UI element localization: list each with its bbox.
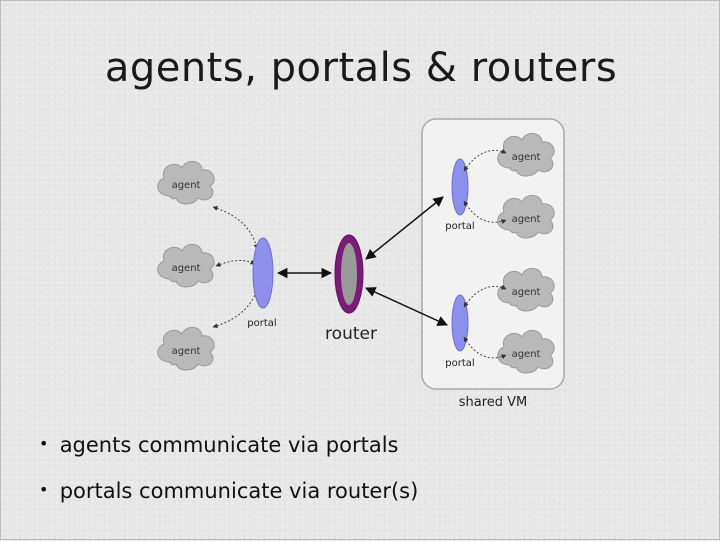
- bullet-item: • agents communicate via portals: [39, 433, 398, 457]
- router-core: [341, 243, 357, 305]
- shared-vm-label: shared VM: [459, 395, 528, 410]
- link-vm-portal1-agent2: [463, 200, 507, 224]
- link-router-vm-portal-2: [365, 287, 448, 326]
- vm-portal-2: [451, 294, 469, 352]
- vm-agent-label-4: agent: [512, 349, 541, 360]
- link-vm-portal2-agent1: [463, 284, 507, 308]
- vm-agent-cloud-2: agent: [497, 194, 555, 239]
- bullet-text: portals communicate via router(s): [59, 479, 419, 503]
- left-agent-cloud-3: agent: [157, 326, 215, 371]
- left-portal-label: portal: [247, 318, 276, 329]
- vm-portal-1: [451, 158, 469, 216]
- left-portal: [252, 237, 274, 309]
- vm-agent-label-2: agent: [512, 214, 541, 225]
- link-left-agent1-portal: [212, 205, 259, 250]
- vm-agent-label-1: agent: [512, 152, 541, 163]
- vm-agent-cloud-1: agent: [497, 132, 555, 177]
- vm-agent-label-3: agent: [512, 287, 541, 298]
- vm-portal-1-label: portal: [445, 221, 474, 232]
- link-router-vm-portal-1: [365, 196, 444, 260]
- bullet-item: • portals communicate via router(s): [39, 479, 418, 503]
- bullet-dot-icon: •: [39, 434, 49, 453]
- vm-agent-cloud-4: agent: [497, 329, 555, 374]
- left-agent-cloud-1: agent: [157, 160, 215, 205]
- left-agent-label-2: agent: [172, 263, 201, 274]
- left-agent-label-3: agent: [172, 346, 201, 357]
- link-vm-portal2-agent2: [463, 336, 507, 360]
- vm-portal-2-label: portal: [445, 358, 474, 369]
- left-agent-label-1: agent: [172, 180, 201, 191]
- link-left-agent2-portal: [215, 259, 256, 267]
- router-label: router: [325, 324, 377, 344]
- slide-title: agents, portals & routers: [104, 45, 618, 91]
- bullet-text: agents communicate via portals: [59, 433, 399, 457]
- vm-agent-cloud-3: agent: [497, 267, 555, 312]
- left-agent-cloud-2: agent: [157, 243, 215, 288]
- bullet-dot-icon: •: [39, 480, 49, 499]
- link-vm-portal1-agent1: [463, 148, 507, 172]
